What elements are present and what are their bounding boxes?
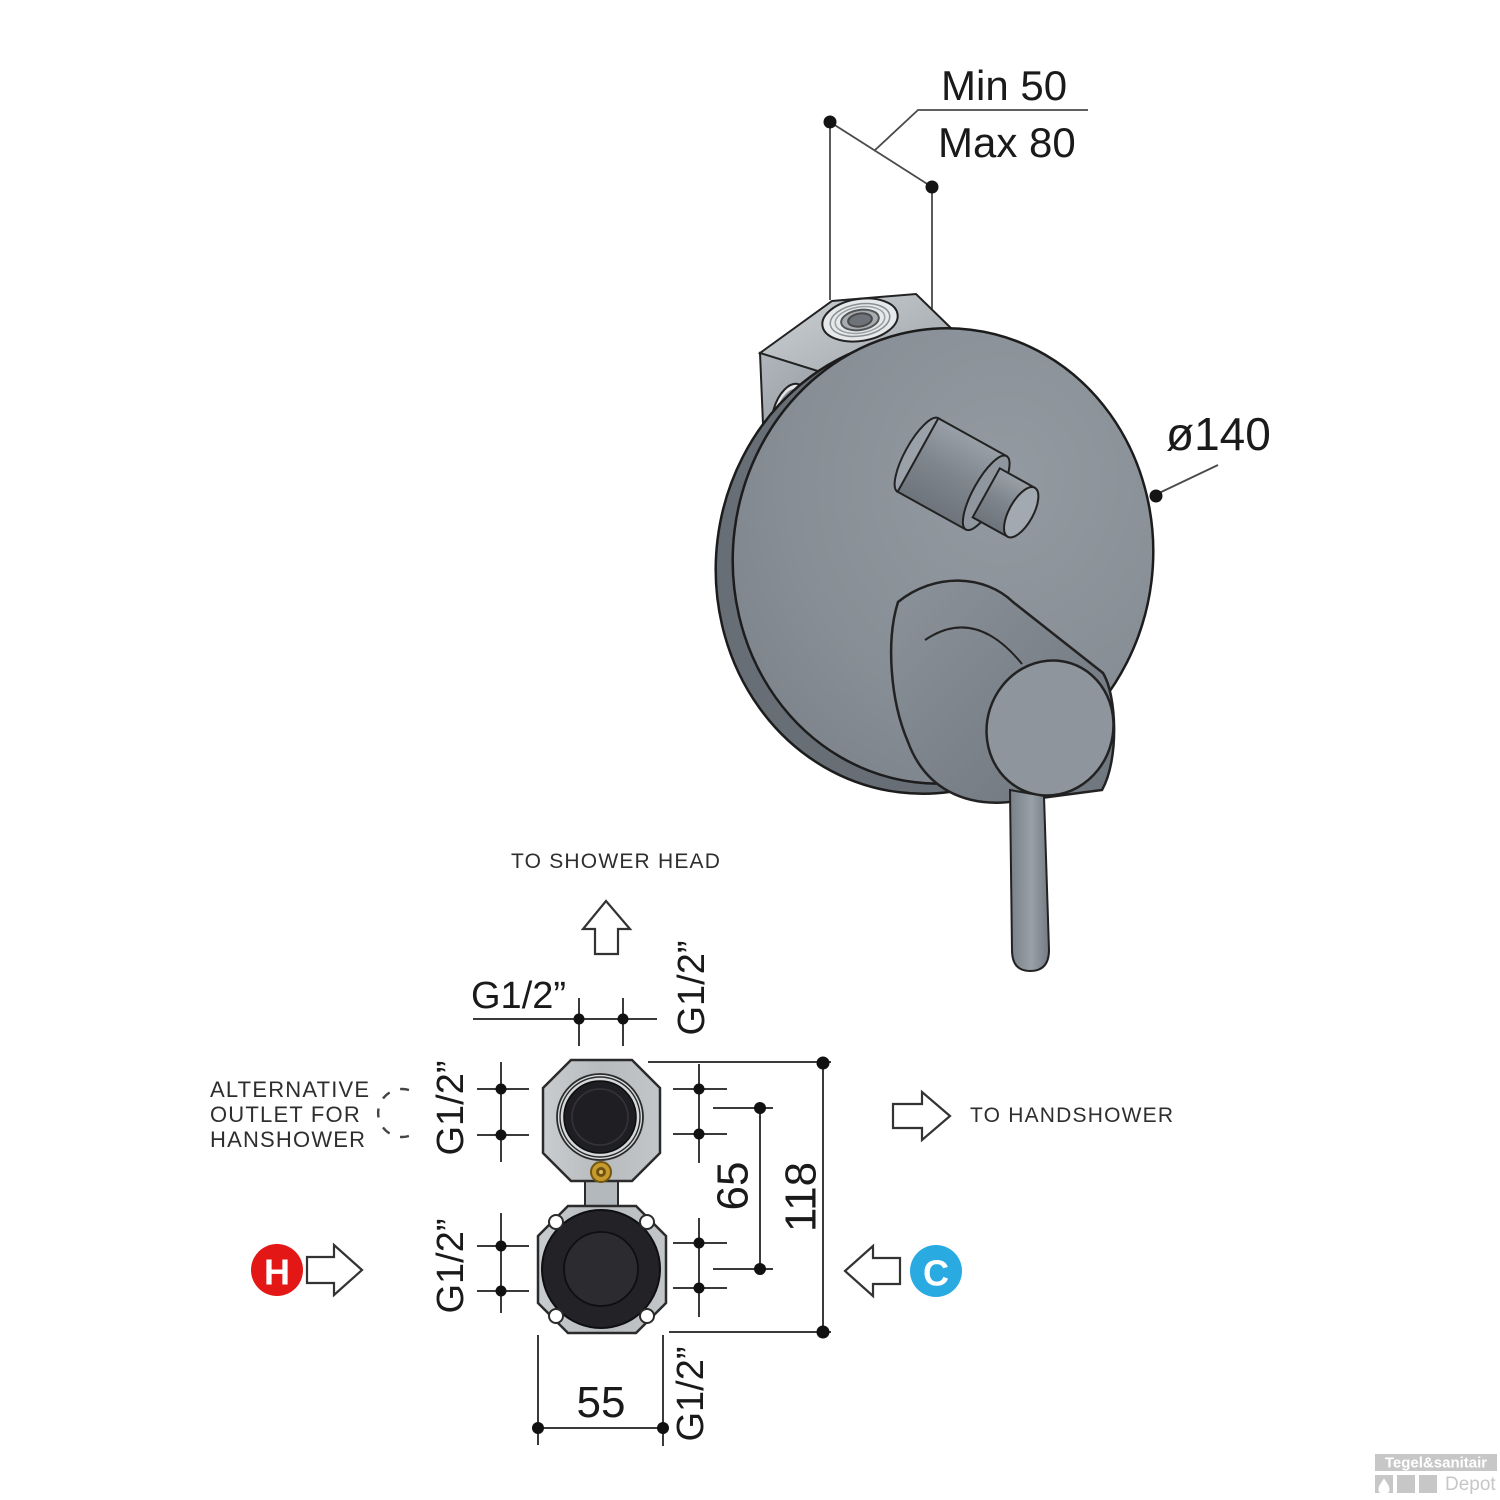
top-threaded-port: [821, 297, 899, 343]
total-height-label: 118: [777, 1162, 826, 1232]
cold-badge: [910, 1245, 962, 1297]
thread-label-top-width: G1/2”: [471, 975, 566, 1017]
dimension-dot: [925, 180, 939, 194]
depth-min-label: Min 50: [941, 62, 1067, 109]
upper-cap-inner: [571, 1088, 629, 1146]
hot-water-indicator: H: [251, 1242, 364, 1298]
body-width-label: 55: [577, 1378, 626, 1427]
alternative-outlet-line1: ALTERNATIVE: [210, 1077, 370, 1102]
watermark-brand: Tegel&sanitair: [1385, 1455, 1487, 1472]
watermark-subbrand: Depot: [1445, 1474, 1496, 1495]
to-shower-head-label: TO SHOWER HEAD: [511, 850, 721, 873]
water-drop-icon: [1378, 1478, 1390, 1495]
plate-diameter-label: ø140: [1166, 408, 1271, 460]
thread-label-left-upper: G1/2”: [430, 1060, 472, 1155]
alternative-outlet-line3: HANSHOWER: [210, 1127, 366, 1152]
screw-hole: [639, 1308, 655, 1324]
dimension-dot: [1149, 489, 1163, 503]
screw-hole: [548, 1308, 564, 1324]
valve-front-view: [536, 1058, 668, 1335]
lower-cap-inner: [563, 1231, 639, 1307]
hot-badge: [251, 1244, 303, 1296]
body-width-dimension: [532, 1335, 669, 1446]
thread-label-top-port: G1/2”: [671, 940, 713, 1035]
screw-hole: [548, 1214, 564, 1230]
watermark-logo: Tegel&sanitair Depot: [1375, 1454, 1497, 1495]
handle-rod: [1008, 788, 1051, 973]
hot-arrow-icon: [305, 1242, 364, 1298]
screw-hole: [639, 1214, 655, 1230]
port-spacing-label: 65: [709, 1162, 758, 1211]
thread-label-bottom: G1/2”: [670, 1346, 712, 1441]
depth-max-label: Max 80: [938, 119, 1076, 166]
alternative-outlet-line2: OUTLET FOR: [210, 1102, 361, 1127]
watermark-square: [1397, 1475, 1415, 1493]
installation-drawing: TO SHOWER HEAD G1/2” G1/2” ALTERNATIVE O…: [210, 850, 1174, 1446]
upper-cap-ring2: [559, 1076, 641, 1158]
arrow-right-icon: [891, 1089, 952, 1143]
thread-label-left-lower: G1/2”: [430, 1218, 472, 1313]
cold-label: C: [923, 1253, 949, 1294]
dashed-outlet-indicator: [376, 1087, 410, 1139]
alternative-outlet-annotation: ALTERNATIVE OUTLET FOR HANSHOWER: [210, 1077, 410, 1152]
product-3d-view: Min 50 Max 80: [714, 62, 1271, 973]
depth-dimension: [823, 109, 1088, 333]
arrow-up-icon: [580, 899, 633, 956]
watermark-bar: [1375, 1454, 1497, 1471]
dimension-dot: [823, 115, 837, 129]
diameter-dimension: ø140: [1149, 408, 1271, 503]
mixer-handle: [889, 579, 1116, 973]
watermark-square: [1419, 1475, 1437, 1493]
top-port-dimension: [473, 998, 657, 1046]
cold-water-indicator: C: [843, 1243, 962, 1299]
to-handshower-label: TO HANDSHOWER: [970, 1104, 1174, 1127]
total-height-dimension: [648, 1056, 831, 1339]
upper-protection-cap: [563, 1080, 637, 1154]
cold-arrow-icon: [843, 1243, 902, 1299]
port-spacing-dimension: [713, 1102, 773, 1275]
brass-screw: [590, 1161, 612, 1183]
right-port-centerlines: [673, 1064, 727, 1317]
diverter-knob: [893, 416, 1040, 539]
left-port-centerlines: [477, 1062, 529, 1313]
handle-seam: [924, 626, 1023, 665]
hot-label: H: [264, 1252, 290, 1293]
